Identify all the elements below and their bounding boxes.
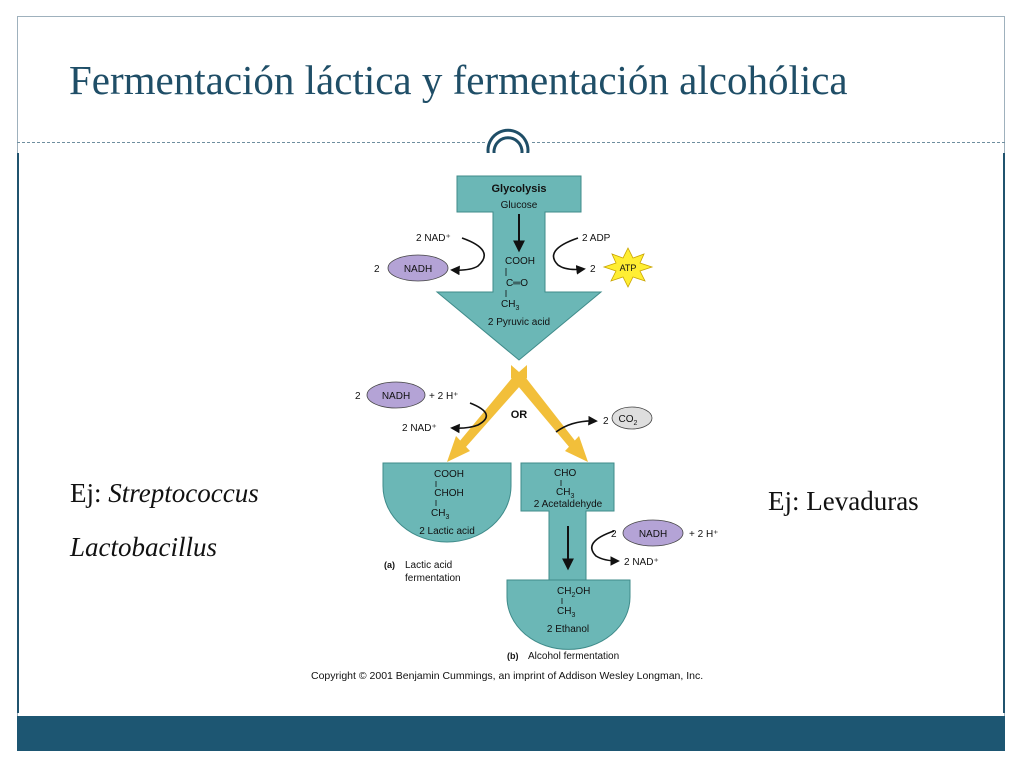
left-example-line-1: Ej: Streptococcus bbox=[70, 478, 259, 509]
slide-title: Fermentación láctica y fermentación alco… bbox=[69, 57, 848, 103]
right-example: Ej: Levaduras bbox=[768, 486, 919, 516]
left-example-organism-2: Lactobacillus bbox=[70, 532, 217, 562]
content-area bbox=[17, 153, 1005, 713]
title-area: Fermentación láctica y fermentación alco… bbox=[17, 16, 1005, 165]
left-example-prefix: Ej: bbox=[70, 478, 109, 508]
footer-bar bbox=[17, 716, 1005, 751]
left-example-line-2: Lactobacillus bbox=[70, 532, 217, 563]
left-example-organism-1: Streptococcus bbox=[108, 478, 259, 508]
